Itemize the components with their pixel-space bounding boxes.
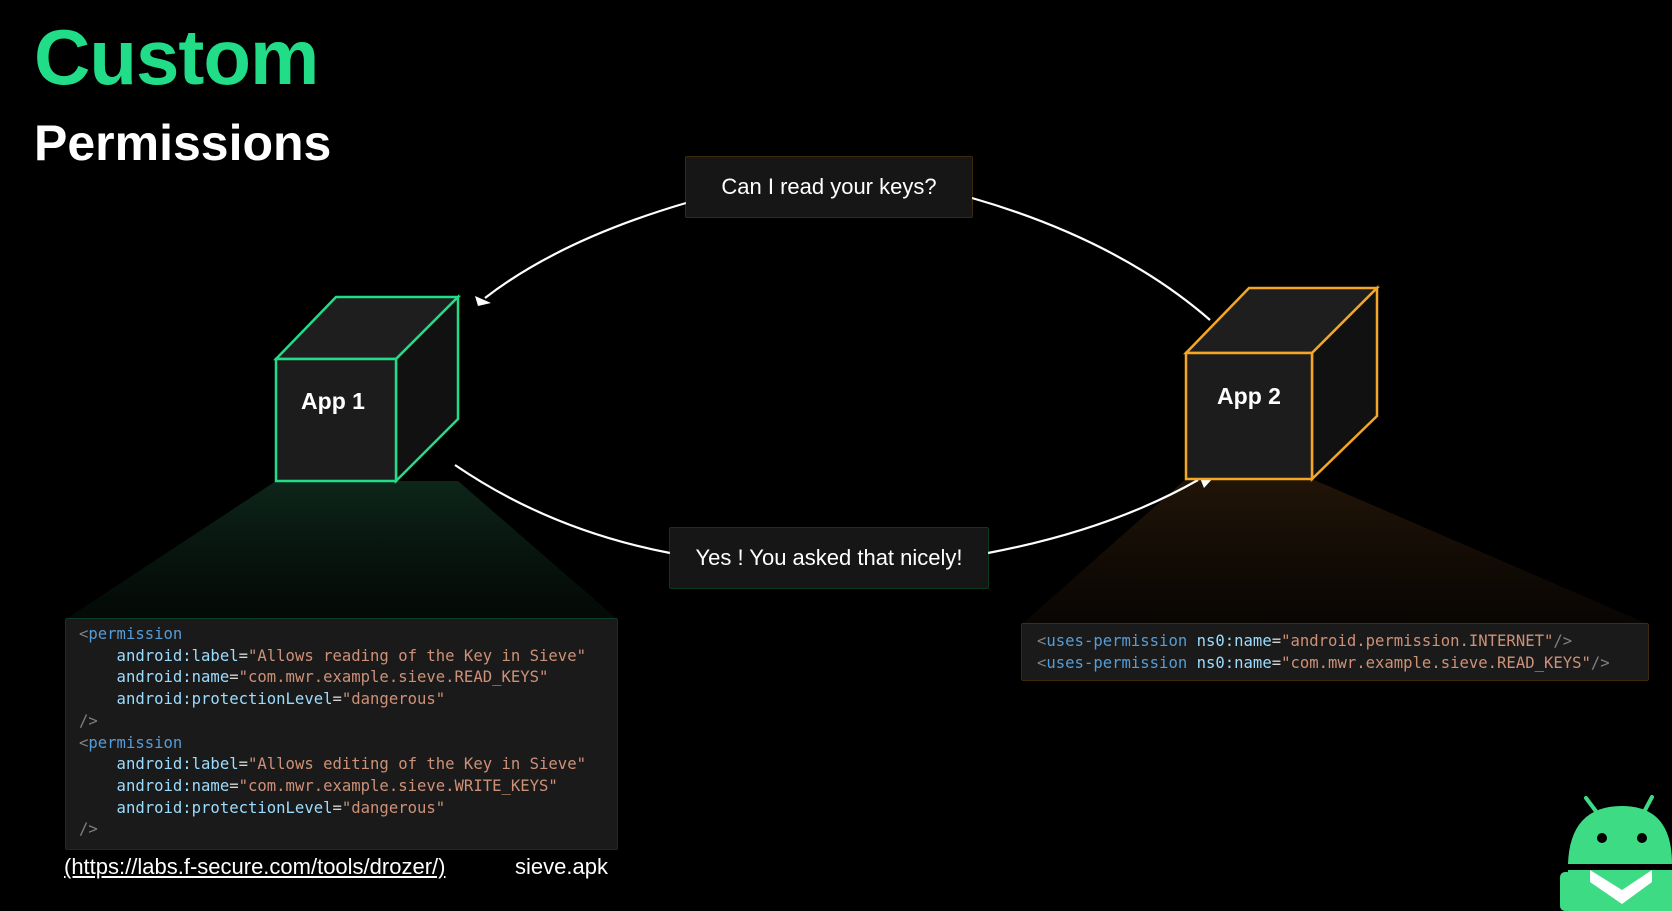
code-token: android:label <box>79 755 239 774</box>
code-token: "dangerous" <box>341 690 446 709</box>
code-line: android:protectionLevel="dangerous" <box>79 689 617 711</box>
code-token: < <box>1037 653 1047 672</box>
response-message: Yes ! You asked that nicely! <box>670 528 988 588</box>
code-token: = <box>1271 653 1282 672</box>
drozer-link[interactable]: (https://labs.f-secure.com/tools/drozer/… <box>64 854 446 879</box>
code-token: "dangerous" <box>341 798 446 817</box>
uses-permission-code: <uses-permission ns0:name="android.permi… <box>1022 624 1648 680</box>
code-token: = <box>229 776 239 795</box>
code-token: android:protectionLevel <box>79 798 333 817</box>
code-token: android:label <box>79 646 239 665</box>
code-line: /> <box>79 711 617 733</box>
code-token: permission <box>88 733 183 752</box>
permission-definition-code: <permission android:label="Allows readin… <box>66 619 617 849</box>
code-line: <uses-permission ns0:name="com.mwr.examp… <box>1037 653 1648 675</box>
request-message: Can I read your keys? <box>686 157 972 217</box>
app1-projection <box>66 481 617 619</box>
arrow-head-icon <box>475 296 491 306</box>
code-token: /> <box>1590 653 1610 672</box>
code-token: = <box>238 755 248 774</box>
code-token: permission <box>88 625 183 643</box>
response-curve-right <box>987 479 1199 555</box>
code-token: /> <box>79 711 98 730</box>
code-token: "Allows reading of the Key in Sieve" <box>248 646 586 665</box>
code-token: "com.mwr.example.sieve.WRITE_KEYS" <box>238 776 558 795</box>
response-curve-left <box>454 464 671 555</box>
code-token: android:name <box>79 668 230 687</box>
slide-title: Custom <box>34 13 319 101</box>
code-token: = <box>238 646 248 665</box>
code-line: android:protectionLevel="dangerous" <box>79 798 617 820</box>
request-curve-right <box>971 196 1211 321</box>
app2-projection <box>1022 479 1648 624</box>
code-line: /> <box>79 819 617 841</box>
code-line: android:label="Allows reading of the Key… <box>79 646 617 668</box>
code-token: = <box>229 668 239 687</box>
code-token: < <box>79 625 89 643</box>
code-line: android:name="com.mwr.example.sieve.WRIT… <box>79 776 617 798</box>
app1-cube: App 1 <box>273 293 462 485</box>
code-token: = <box>332 690 342 709</box>
code-line: android:name="com.mwr.example.sieve.READ… <box>79 667 617 689</box>
code-token: ns0:name <box>1187 632 1272 650</box>
app2-cube: App 2 <box>1183 284 1381 482</box>
code-token: android:protectionLevel <box>79 690 333 709</box>
code-token: < <box>79 733 89 752</box>
code-token: "Allows editing of the Key in Sieve" <box>248 755 586 774</box>
code-token: "android.permission.INTERNET" <box>1281 632 1554 650</box>
code-token: < <box>1037 632 1047 650</box>
android-robot-icon <box>1560 795 1672 911</box>
app2-label: App 2 <box>1217 383 1281 409</box>
code-line: <uses-permission ns0:name="android.permi… <box>1037 631 1648 653</box>
code-token: uses-permission <box>1046 653 1188 672</box>
code-line: <permission <box>79 733 617 755</box>
code-line: <permission <box>79 624 617 646</box>
code-token: /> <box>79 820 98 839</box>
code-token: /> <box>1553 632 1573 650</box>
code-token: ns0:name <box>1187 653 1272 672</box>
code-token: "com.mwr.example.sieve.READ_KEYS" <box>1281 653 1591 672</box>
code-line: android:label="Allows editing of the Key… <box>79 754 617 776</box>
slide-subtitle: Permissions <box>34 115 332 171</box>
code-token: "com.mwr.example.sieve.READ_KEYS" <box>238 668 549 687</box>
code-token: uses-permission <box>1046 632 1188 650</box>
code-token: android:name <box>79 776 230 795</box>
request-curve <box>484 201 687 299</box>
apk-name: sieve.apk <box>515 854 608 879</box>
code-token: = <box>1271 632 1282 650</box>
app1-label: App 1 <box>301 388 365 414</box>
code-token: = <box>332 798 342 817</box>
